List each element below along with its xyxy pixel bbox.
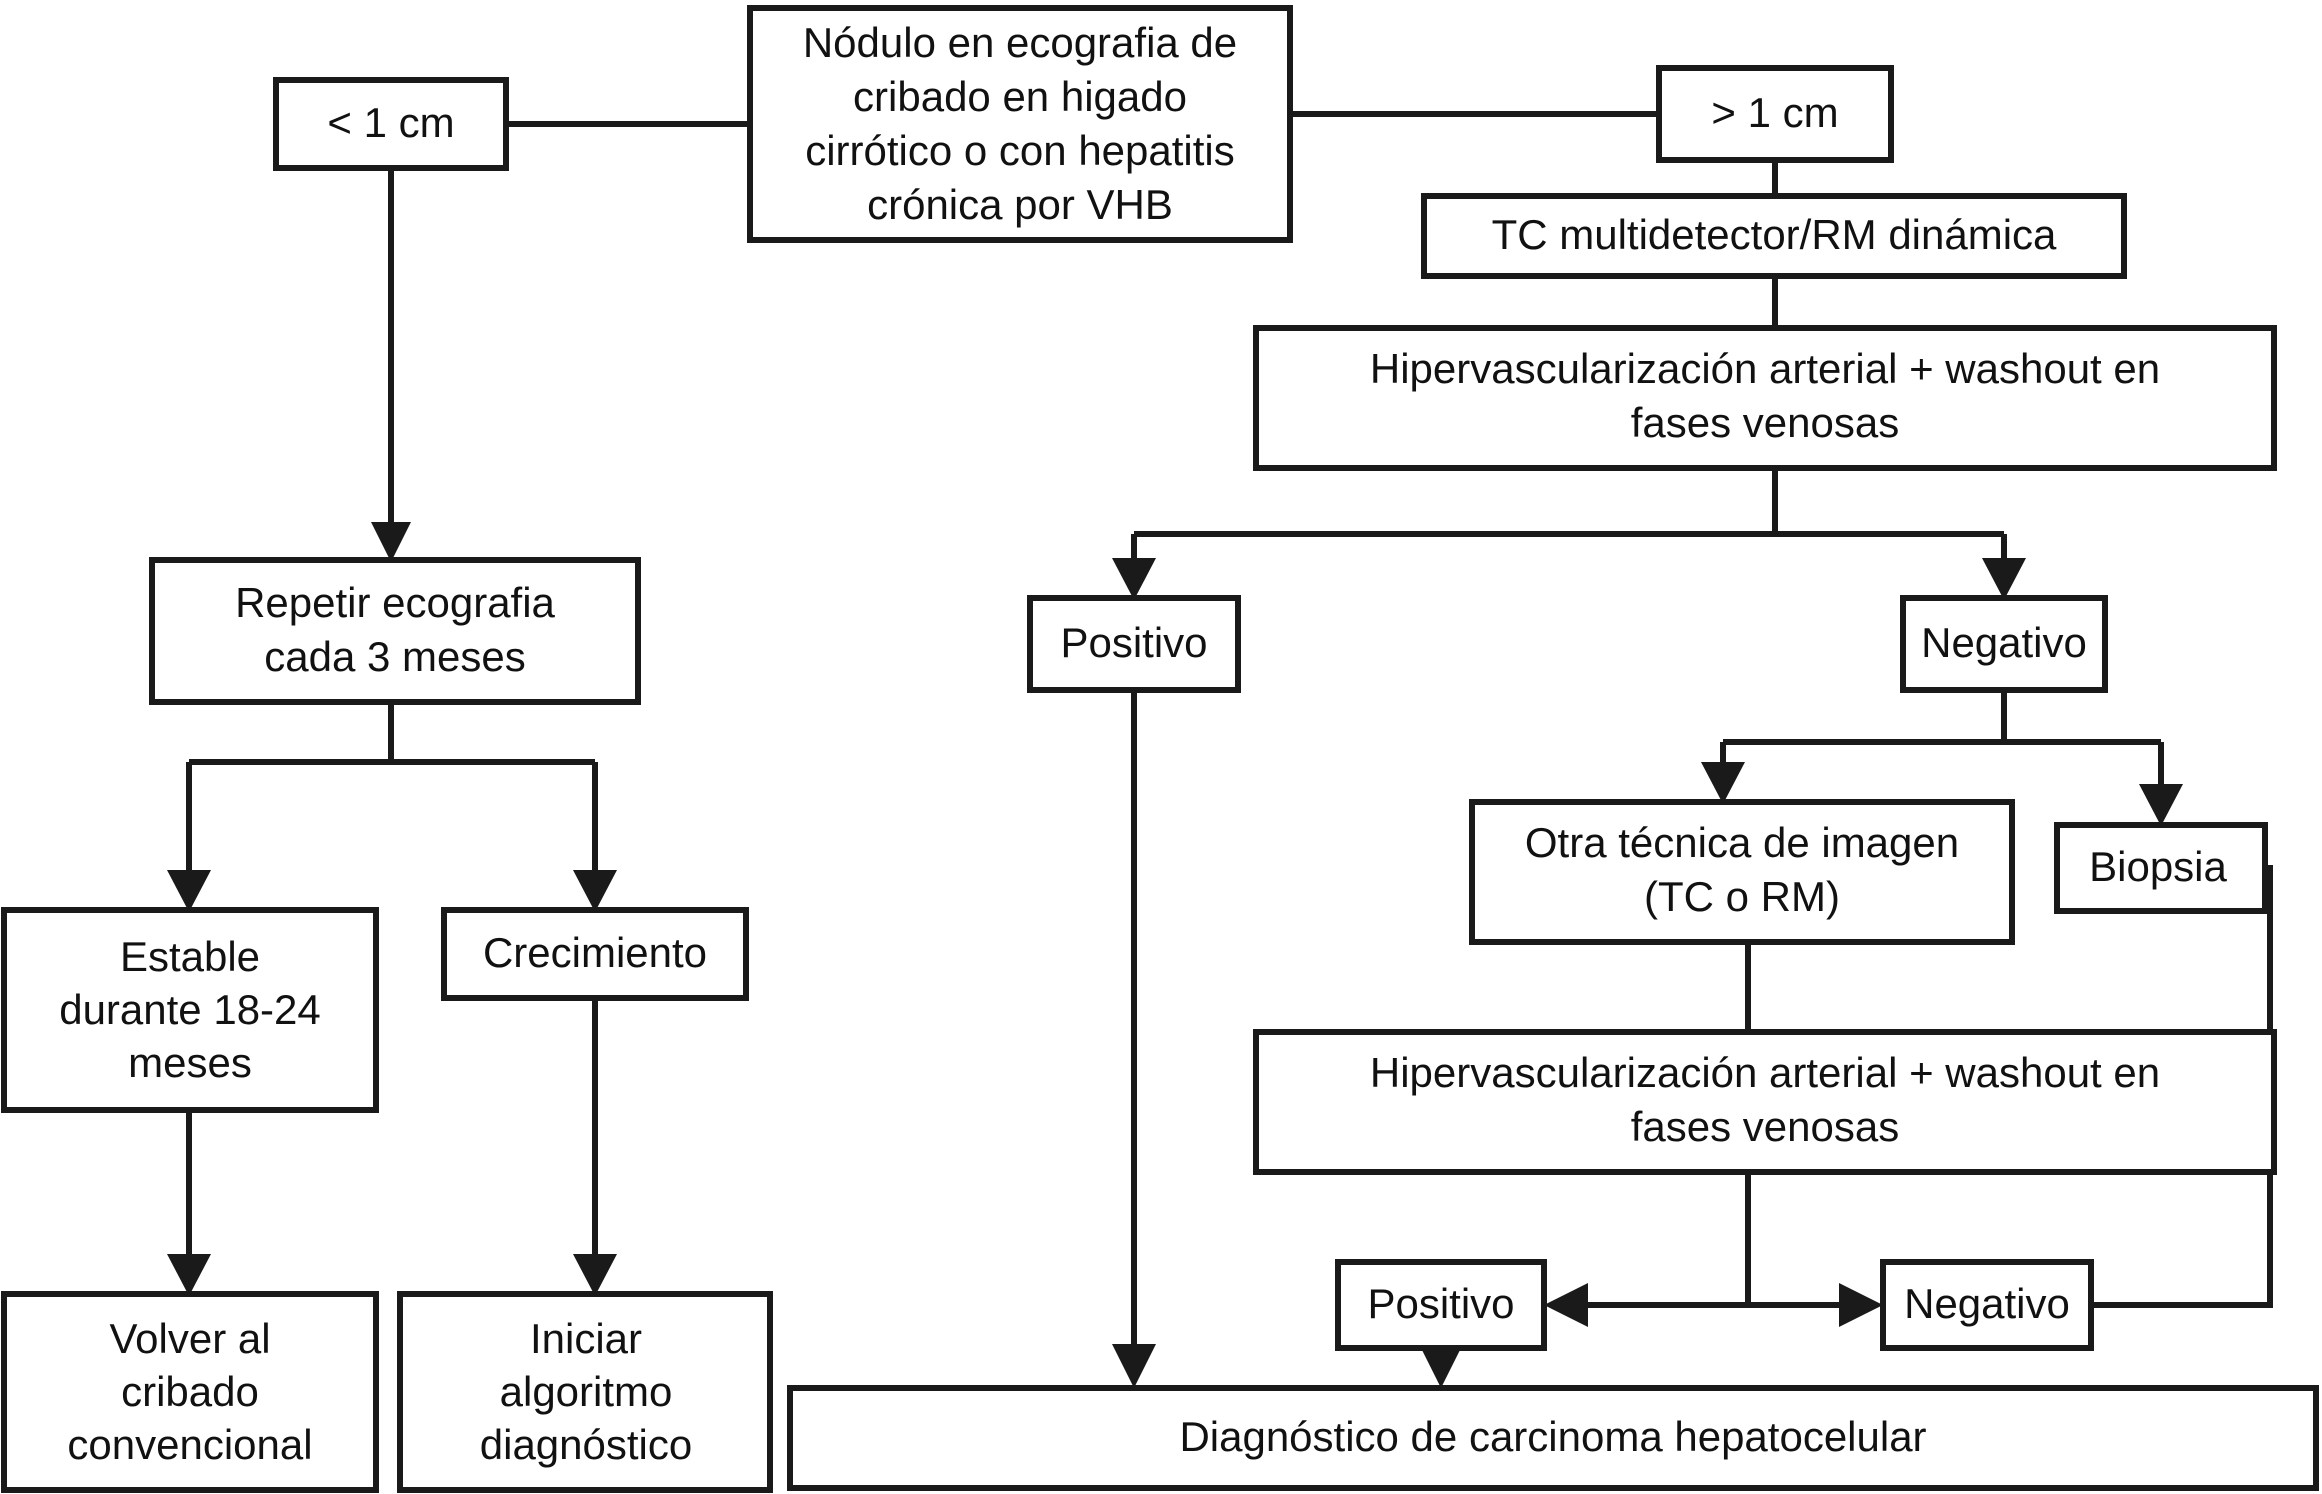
node-tc-multidetector[interactable]: TC multidetector/RM dinámica xyxy=(1421,193,2127,279)
node-positivo-bottom-box xyxy=(1335,1259,1547,1351)
node-positivo-top[interactable]: Positivo xyxy=(1027,595,1241,693)
arrowhead-positivo-top-to-diagnostico xyxy=(1112,1344,1156,1388)
node-positivo-top-label: Positivo xyxy=(1060,619,1207,666)
node-estable-line-1: durante 18-24 xyxy=(59,986,321,1033)
node-iniciar-algoritmo-box xyxy=(397,1291,773,1493)
node-hipervascularizacion-1[interactable]: Hipervascularización arterial + washout … xyxy=(1253,325,2277,471)
node-estable-box xyxy=(1,907,379,1113)
node-volver-cribado-line-1: cribado xyxy=(121,1368,259,1415)
arrowhead-negativo-to-biopsia xyxy=(2139,784,2183,826)
node-volver-cribado[interactable]: Volver al cribado convencional xyxy=(1,1291,379,1493)
arrowhead-hiper1-to-positivo xyxy=(1112,558,1156,600)
node-iniciar-algoritmo-line-1: algoritmo xyxy=(500,1368,673,1415)
edge-layer xyxy=(167,111,2273,1388)
node-crecimiento[interactable]: Crecimiento xyxy=(441,907,749,1001)
node-iniciar-algoritmo-line-2: diagnóstico xyxy=(480,1421,692,1468)
node-hipervascularizacion-2-box xyxy=(1253,1029,2277,1175)
node-gt1cm-label: > 1 cm xyxy=(1711,89,1838,136)
node-tc-multidetector-label: TC multidetector/RM dinámica xyxy=(1492,211,2057,258)
node-volver-cribado-line-2: convencional xyxy=(67,1421,312,1468)
node-volver-cribado-line-0: Volver al xyxy=(109,1315,270,1362)
node-crecimiento-label: Crecimiento xyxy=(483,929,707,976)
node-negativo-bottom-label: Negativo xyxy=(1904,1280,2070,1327)
node-biopsia-label: Biopsia xyxy=(2089,843,2227,890)
node-repetir-ecografia-line-1: cada 3 meses xyxy=(264,633,525,680)
arrowhead-hiper1-to-negativo xyxy=(1982,558,2026,600)
node-negativo-top[interactable]: Negativo xyxy=(1900,595,2108,693)
node-otra-tecnica[interactable]: Otra técnica de imagen (TC o RM) xyxy=(1469,799,2015,945)
node-negativo-bottom[interactable]: Negativo xyxy=(1880,1259,2094,1351)
node-biopsia-box xyxy=(2054,822,2268,914)
node-gt1cm[interactable]: > 1 cm xyxy=(1656,65,1894,163)
node-negativo-top-box xyxy=(1900,595,2108,693)
node-root-line-0: Nódulo en ecografia de xyxy=(803,19,1237,66)
node-positivo-bottom[interactable]: Positivo xyxy=(1335,1259,1547,1351)
node-otra-tecnica-line-0: Otra técnica de imagen xyxy=(1525,819,1959,866)
node-lt1cm[interactable]: < 1 cm xyxy=(273,77,509,171)
node-root-box xyxy=(747,5,1293,243)
arrowhead-hiper2-to-positivo-bottom xyxy=(1544,1283,1588,1327)
node-root-line-3: crónica por VHB xyxy=(867,181,1173,228)
arrowhead-lt1cm-to-repetir xyxy=(371,522,411,562)
arrowhead-repetir-to-estable xyxy=(167,870,211,912)
arrowhead-repetir-to-crecimiento xyxy=(573,870,617,912)
node-layer: Nódulo en ecografia de cribado en higado… xyxy=(1,5,2319,1493)
node-root-line-2: cirrótico o con hepatitis xyxy=(805,127,1235,174)
node-otra-tecnica-line-1: (TC o RM) xyxy=(1644,873,1840,920)
node-negativo-bottom-box xyxy=(1880,1259,2094,1351)
node-repetir-ecografia-box xyxy=(149,557,641,705)
node-repetir-ecografia[interactable]: Repetir ecografia cada 3 meses xyxy=(149,557,641,705)
node-estable-line-2: meses xyxy=(128,1039,252,1086)
node-otra-tecnica-box xyxy=(1469,799,2015,945)
node-hipervascularizacion-1-line-0: Hipervascularización arterial + washout … xyxy=(1370,345,2160,392)
node-biopsia[interactable]: Biopsia xyxy=(2054,822,2268,914)
node-hipervascularizacion-2[interactable]: Hipervascularización arterial + washout … xyxy=(1253,1029,2277,1175)
node-hipervascularizacion-1-line-1: fases venosas xyxy=(1631,399,1900,446)
node-diagnostico-final[interactable]: Diagnóstico de carcinoma hepatocelular xyxy=(787,1385,2319,1491)
node-diagnostico-final-box xyxy=(787,1385,2319,1491)
arrowhead-negativo-to-otra xyxy=(1701,762,1745,804)
node-crecimiento-box xyxy=(441,907,749,1001)
node-hipervascularizacion-1-box xyxy=(1253,325,2277,471)
node-volver-cribado-box xyxy=(1,1291,379,1493)
node-diagnostico-final-label: Diagnóstico de carcinoma hepatocelular xyxy=(1179,1413,1926,1460)
node-tc-multidetector-box xyxy=(1421,193,2127,279)
node-positivo-top-box xyxy=(1027,595,1241,693)
node-hipervascularizacion-2-line-0: Hipervascularización arterial + washout … xyxy=(1370,1049,2160,1096)
node-positivo-bottom-label: Positivo xyxy=(1367,1280,1514,1327)
node-root[interactable]: Nódulo en ecografia de cribado en higado… xyxy=(747,5,1293,243)
arrowhead-positivo-bottom-to-diagnostico xyxy=(1419,1344,1463,1388)
node-estable[interactable]: Estable durante 18-24 meses xyxy=(1,907,379,1113)
node-estable-line-0: Estable xyxy=(120,933,260,980)
node-gt1cm-box xyxy=(1656,65,1894,163)
node-iniciar-algoritmo-line-0: Iniciar xyxy=(530,1315,642,1362)
node-root-line-1: cribado en higado xyxy=(853,73,1187,120)
node-iniciar-algoritmo[interactable]: Iniciar algoritmo diagnóstico xyxy=(397,1291,773,1493)
node-lt1cm-label: < 1 cm xyxy=(327,99,454,146)
node-hipervascularizacion-2-line-1: fases venosas xyxy=(1631,1103,1900,1150)
node-repetir-ecografia-line-0: Repetir ecografia xyxy=(235,579,555,626)
arrowhead-hiper2-to-negativo-bottom xyxy=(1839,1283,1883,1327)
node-negativo-top-label: Negativo xyxy=(1921,619,2087,666)
arrowhead-crecimiento-to-iniciar xyxy=(573,1254,617,1296)
node-lt1cm-box xyxy=(273,77,509,171)
arrowhead-estable-to-volver xyxy=(167,1254,211,1296)
